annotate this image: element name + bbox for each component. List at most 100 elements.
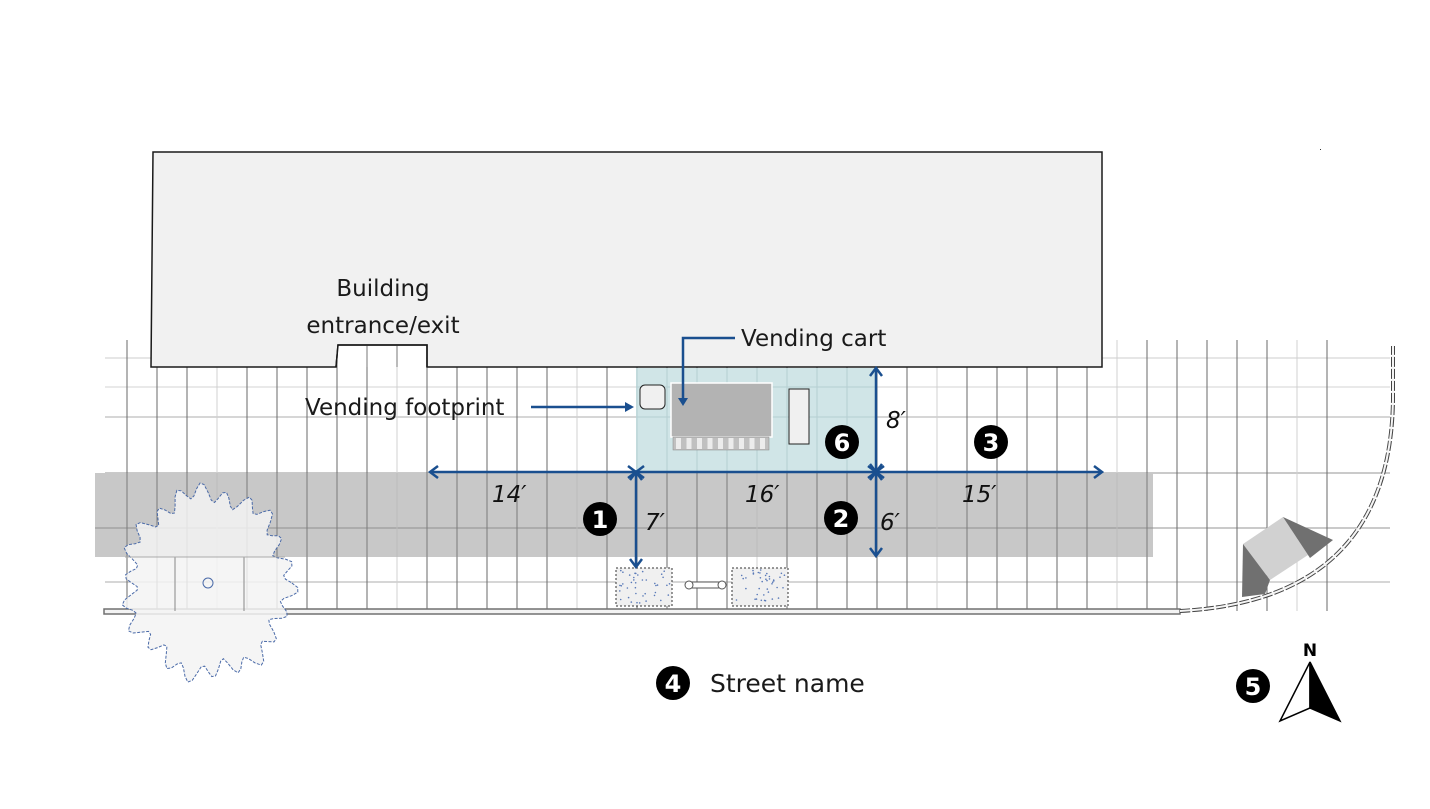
- marker-2: 2: [824, 501, 858, 535]
- planter-speckle: [620, 569, 622, 572]
- planter-speckle: [619, 598, 622, 601]
- planter-speckle: [642, 595, 644, 597]
- svg-text:1: 1: [592, 506, 609, 534]
- planter-speckle: [771, 598, 774, 600]
- planter-speckle: [756, 593, 758, 596]
- planter-speckle: [663, 570, 665, 572]
- marker-5: 5: [1236, 669, 1270, 703]
- dim-right-clearance: 15′: [962, 482, 997, 508]
- planter-speckle: [752, 573, 755, 575]
- awning-stripe: [739, 438, 744, 449]
- planter-speckle: [641, 579, 644, 581]
- planter-speckle: [620, 585, 623, 587]
- planter-speckle: [622, 571, 624, 573]
- svg-text:4: 4: [665, 670, 682, 698]
- awning-stripe: [686, 438, 692, 449]
- planter-speckle: [759, 569, 762, 571]
- planter-speckle: [619, 584, 621, 587]
- planter-speckle: [662, 576, 664, 579]
- planter-speckle: [654, 582, 656, 585]
- planter-speckle: [765, 578, 767, 580]
- planter-speckle: [645, 600, 647, 602]
- dim-footprint-depth: 8′: [886, 408, 907, 434]
- planter-speckle: [635, 592, 637, 595]
- stray-dot: [1320, 149, 1321, 150]
- planter-speckle: [630, 581, 633, 584]
- dim-left-clearance: 14′: [492, 482, 527, 508]
- planter-speckle: [777, 597, 780, 599]
- planter-speckle: [768, 575, 771, 578]
- street-name-label: Street name: [710, 669, 865, 698]
- bike-rack-icon: [684, 580, 727, 590]
- planter-speckle: [763, 599, 766, 602]
- planter-speckle: [771, 583, 773, 585]
- planter-speckle: [758, 587, 760, 590]
- planter-speckle: [782, 587, 784, 589]
- planter-speckle: [635, 572, 637, 575]
- awning-stripe: [697, 438, 702, 449]
- planter-speckle: [776, 586, 778, 589]
- street-furniture-icon: [1242, 517, 1333, 597]
- dim-footprint-width: 16′: [745, 482, 780, 508]
- planter-speckle: [760, 599, 763, 602]
- entrance-gap: [338, 346, 426, 367]
- planter-speckle: [764, 574, 767, 577]
- planter-speckle: [633, 576, 635, 579]
- planter-speckle: [633, 579, 635, 581]
- awning-stripe: [718, 438, 723, 449]
- tree-icon: [121, 482, 299, 683]
- svg-text:3: 3: [983, 429, 1000, 457]
- svg-text:5: 5: [1245, 673, 1262, 701]
- planter-speckle: [641, 570, 644, 573]
- planter-speckle: [766, 588, 769, 590]
- planter-speckle: [745, 587, 747, 590]
- awning-stripe: [760, 438, 765, 449]
- planter-speckle: [636, 601, 638, 604]
- planter-speckle: [634, 582, 637, 584]
- awning-stripe: [707, 438, 713, 449]
- dimension-lines: [427, 365, 1105, 570]
- planter-speckle: [755, 598, 758, 600]
- curb-curve: [1179, 346, 1395, 613]
- dim-curb-clearance: 7′: [645, 510, 666, 536]
- sign-board: [788, 388, 810, 445]
- planter-speckle: [638, 602, 641, 604]
- planter-speckle: [653, 594, 656, 597]
- north-arrow-icon: [1278, 661, 1342, 723]
- north-label: N: [1303, 641, 1317, 661]
- planter-speckle: [754, 598, 756, 600]
- planter-speckle: [630, 601, 633, 603]
- planter-speckle: [766, 572, 768, 575]
- awning-stripe: [749, 438, 755, 449]
- vending-cart-label: Vending cart: [741, 326, 886, 352]
- planter-right: [731, 567, 789, 607]
- planter-speckle: [660, 599, 662, 602]
- dim-sidewalk-clear: 6′: [880, 510, 901, 536]
- planter-speckle: [644, 592, 646, 595]
- planter-speckle: [768, 578, 771, 580]
- vending-footprint-leader: [531, 402, 634, 412]
- planter-speckle: [622, 583, 624, 585]
- building-label-line2: entrance/exit: [306, 313, 459, 339]
- planter-speckle: [767, 591, 770, 593]
- planter-speckle: [742, 577, 744, 580]
- planter-speckle: [761, 580, 763, 583]
- planter-speckle: [780, 572, 783, 575]
- planter-speckle: [763, 594, 765, 596]
- planter-speckle: [626, 587, 629, 589]
- cooler-box: [639, 384, 666, 410]
- planter-speckle: [667, 594, 670, 596]
- svg-text:6: 6: [834, 429, 851, 457]
- vending-cart-leader: [678, 336, 735, 406]
- svg-text:2: 2: [833, 505, 850, 533]
- planter-speckle: [645, 579, 648, 581]
- vending-footprint-label: Vending footprint: [305, 395, 504, 421]
- planter-speckle: [668, 583, 671, 585]
- planter-speckle: [660, 573, 663, 575]
- marker-6: 6: [825, 425, 859, 459]
- planter-speckle: [757, 571, 760, 574]
- planter-speckle: [735, 599, 738, 601]
- planter-speckle: [759, 577, 762, 579]
- planter-speckle: [619, 590, 621, 592]
- marker-4: 4: [656, 666, 690, 700]
